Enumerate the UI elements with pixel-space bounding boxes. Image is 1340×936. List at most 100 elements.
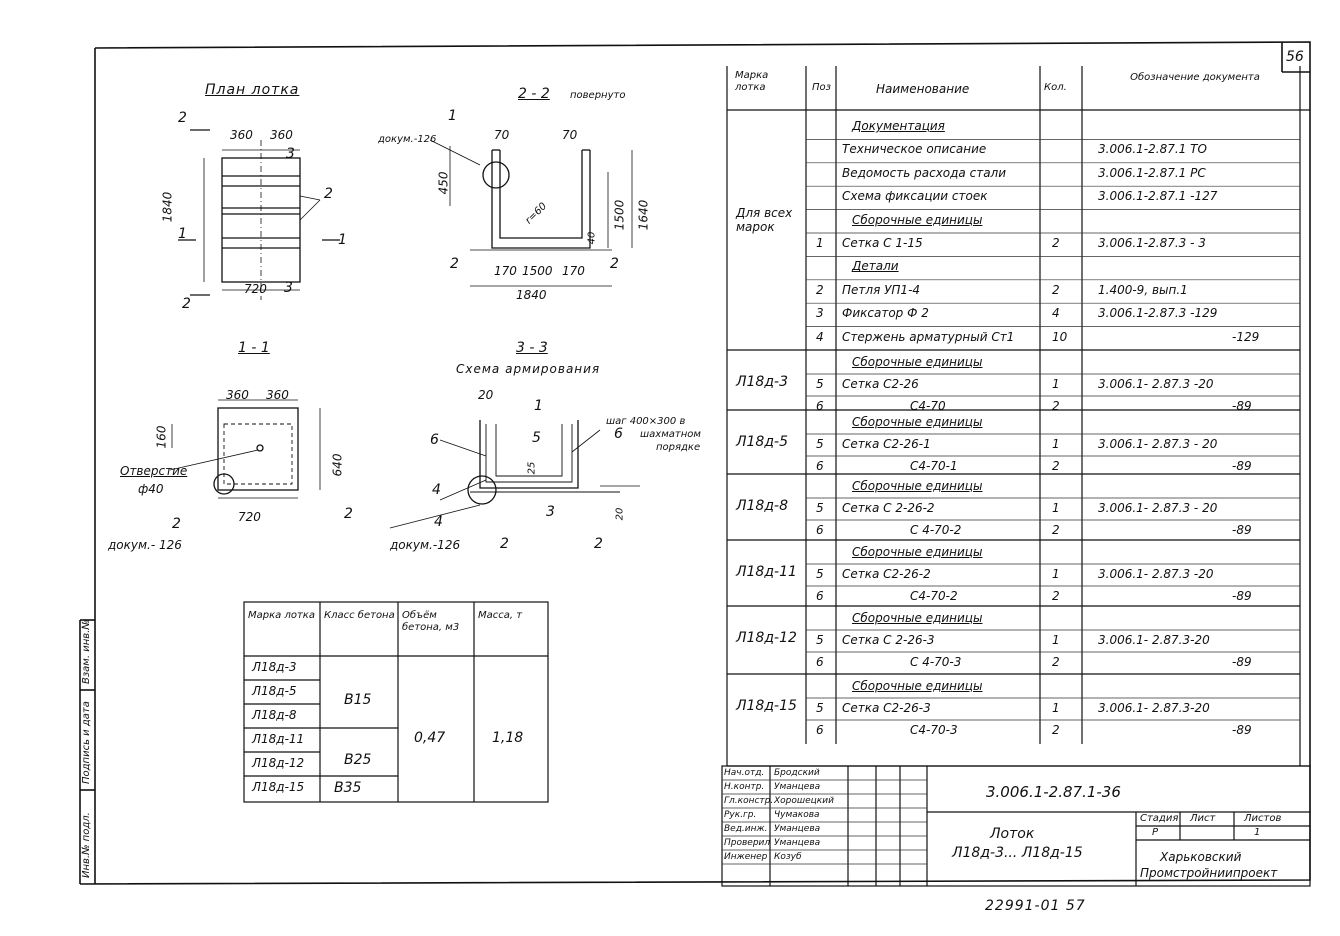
signature-name: Уманцева bbox=[774, 824, 821, 834]
s11-d720: 720 bbox=[238, 510, 261, 524]
s11-pos2b: 2 bbox=[344, 506, 353, 522]
spec-name: С 4-70-2 bbox=[910, 523, 962, 537]
plan-dim-b: 360 bbox=[270, 128, 293, 142]
signature-role: Н.контр. bbox=[724, 782, 765, 792]
s11-hole-dia: ф40 bbox=[138, 482, 164, 496]
spec-name: С4-70 bbox=[910, 399, 946, 413]
spec-pos: 5 bbox=[816, 633, 824, 647]
spec-header-mark: Марка лотка bbox=[735, 70, 769, 93]
spec-doc: 3.006.1- 2.87.3-20 bbox=[1098, 701, 1210, 715]
spec-qty: 1 bbox=[1052, 567, 1060, 581]
s33-note3: порядке bbox=[656, 442, 701, 453]
s11-doc: докум.- 126 bbox=[108, 538, 182, 552]
spec-pos: 6 bbox=[816, 459, 824, 473]
spec-qty: 1 bbox=[1052, 377, 1060, 391]
spec-pos: 6 bbox=[816, 589, 824, 603]
s33-d25: 25 bbox=[526, 461, 538, 475]
s33-d20: 20 bbox=[478, 388, 494, 402]
s33-pos4b: 4 bbox=[434, 514, 443, 530]
spec-qty: 2 bbox=[1052, 589, 1060, 603]
spec-doc: 3.006.1- 2.87.3 -20 bbox=[1098, 567, 1214, 581]
s33-pos2a: 2 bbox=[500, 536, 509, 552]
spec-group-mark: Л18д-15 bbox=[736, 698, 797, 714]
spec-section-header: Сборочные единицы bbox=[852, 415, 983, 429]
s33-note1: шаг 400×300 в bbox=[606, 416, 686, 427]
signature-role: Проверил bbox=[724, 838, 771, 848]
signature-name: Уманцева bbox=[774, 782, 821, 792]
concrete-mark: Л18д-15 bbox=[252, 780, 305, 794]
s33-pos4a: 4 bbox=[432, 482, 441, 498]
spec-group-mark: Л18д-5 bbox=[736, 434, 788, 450]
spec-doc: 3.006.1-2.87.1 ТО bbox=[1098, 142, 1207, 157]
s33-note2: шахматном bbox=[640, 429, 701, 440]
signature-name: Бродский bbox=[774, 768, 820, 778]
plan-cut-2a: 2 bbox=[178, 110, 187, 126]
plan-dim-a: 360 bbox=[230, 128, 253, 142]
s11-d640: 640 bbox=[330, 453, 345, 477]
spec-doc: -89 bbox=[1232, 399, 1252, 413]
spec-group-all: Для всех марок bbox=[736, 206, 793, 234]
spec-name: Фиксатор Ф 2 bbox=[842, 306, 929, 321]
spec-name: С4-70-3 bbox=[910, 723, 958, 737]
sheets-label: Листов bbox=[1244, 813, 1282, 824]
spec-name: Сетка С 2-26-3 bbox=[842, 633, 935, 647]
spec-doc: -89 bbox=[1232, 589, 1252, 603]
s22-d70b: 70 bbox=[562, 128, 578, 142]
spec-qty: 2 bbox=[1052, 236, 1060, 250]
signature-role: Нач.отд. bbox=[724, 768, 765, 778]
spec-doc: -89 bbox=[1232, 459, 1252, 473]
concrete-volume: 0,47 bbox=[414, 730, 446, 746]
s22-pos2a: 2 bbox=[450, 256, 459, 272]
spec-doc: 1.400-9, вып.1 bbox=[1098, 282, 1188, 297]
section-11-title: 1 - 1 bbox=[238, 340, 270, 356]
concrete-class: В35 bbox=[334, 780, 362, 796]
concrete-mark: Л18д-8 bbox=[252, 708, 297, 722]
spec-doc: 3.006.1-2.87.3 - 3 bbox=[1098, 236, 1206, 250]
s22-d1640: 1640 bbox=[636, 199, 651, 231]
spec-qty: 4 bbox=[1052, 306, 1060, 321]
s22-doc: докум.-126 bbox=[378, 134, 437, 145]
spec-qty: 2 bbox=[1052, 523, 1060, 537]
spec-name: Петля УП1-4 bbox=[842, 282, 921, 297]
s22-d1500: 1500 bbox=[522, 264, 553, 278]
spec-pos: 5 bbox=[816, 437, 824, 451]
s33-pos1: 1 bbox=[534, 398, 543, 414]
s33-pos6b: 6 bbox=[614, 426, 623, 442]
spec-qty: 1 bbox=[1052, 701, 1060, 715]
s33-pos6a: 6 bbox=[430, 432, 439, 448]
s22-d1500v: 1500 bbox=[612, 199, 627, 231]
plan-width: 720 bbox=[244, 282, 267, 296]
signature-name: Уманцева bbox=[774, 838, 821, 848]
item-name-1: Лоток bbox=[990, 826, 1035, 842]
concrete-class: В15 bbox=[344, 692, 372, 708]
spec-name: С4-70-2 bbox=[910, 589, 958, 603]
section-33-sub: Схема армирования bbox=[456, 362, 601, 376]
signature-role: Инженер bbox=[724, 852, 768, 862]
org-2: Промстройниипроект bbox=[1140, 866, 1278, 880]
spec-pos: 2 bbox=[816, 282, 824, 297]
spec-doc: 3.006.1-2.87.3 -129 bbox=[1098, 306, 1218, 321]
s11-hole-label: Отверстие bbox=[120, 464, 188, 478]
org-1: Харьковский bbox=[1160, 850, 1242, 864]
spec-pos: 5 bbox=[816, 701, 824, 715]
spec-section-header: Документация bbox=[852, 119, 945, 133]
s33-pos2b: 2 bbox=[594, 536, 603, 552]
concrete-header: Объём бетона, м3 bbox=[402, 610, 460, 633]
spec-header-doc: Обозначение документа bbox=[1130, 72, 1260, 83]
side-stamp-3: Инв.№ подл. bbox=[81, 812, 92, 878]
spec-doc: -89 bbox=[1232, 655, 1252, 669]
concrete-class: В25 bbox=[344, 752, 372, 768]
spec-qty: 2 bbox=[1052, 399, 1060, 413]
spec-qty: 10 bbox=[1052, 329, 1068, 344]
spec-header-pos: Поз bbox=[812, 82, 831, 93]
s33-doc: докум.-126 bbox=[390, 538, 461, 552]
spec-doc: 3.006.1- 2.87.3 -20 bbox=[1098, 377, 1214, 391]
spec-pos: 6 bbox=[816, 523, 824, 537]
concrete-header: Марка лотка bbox=[248, 610, 315, 621]
s11-d160: 160 bbox=[154, 425, 169, 449]
spec-pos: 5 bbox=[816, 567, 824, 581]
plan-cut-3b: 3 bbox=[284, 280, 293, 296]
concrete-mark: Л18д-12 bbox=[252, 756, 305, 770]
spec-name: Стержень арматурный Ст1 bbox=[842, 329, 1015, 344]
